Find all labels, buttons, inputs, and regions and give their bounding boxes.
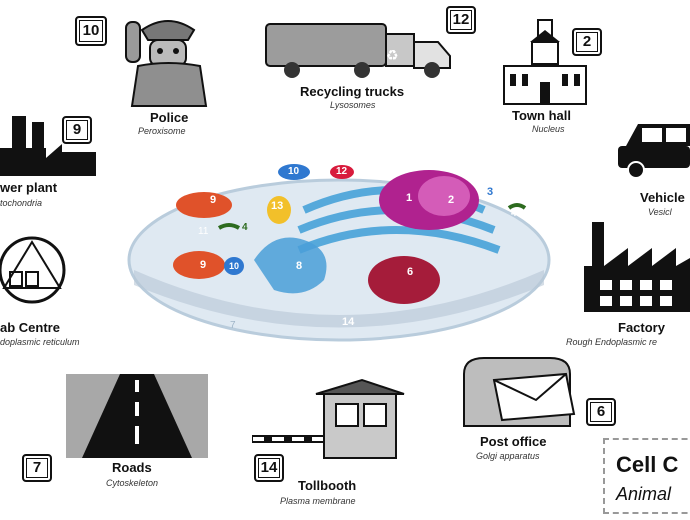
roads-icon bbox=[66, 374, 208, 458]
svg-text:♻: ♻ bbox=[386, 48, 399, 64]
recycling-truck-icon: ♻ bbox=[265, 23, 451, 78]
recycling-organelle: Lysosomes bbox=[330, 100, 376, 110]
cell-label-7: 7 bbox=[230, 320, 236, 331]
roads-title: Roads bbox=[112, 460, 152, 475]
townhall-organelle: Nucleus bbox=[532, 124, 565, 134]
post-office-icon bbox=[463, 357, 576, 427]
tollbooth-organelle: Plasma membrane bbox=[280, 496, 356, 506]
cell-label-1: 1 bbox=[406, 192, 413, 204]
badge-postoffice-number: 6 bbox=[586, 398, 616, 426]
factory-organelle: Rough Endoplasmic re bbox=[566, 337, 658, 347]
cell-label-10b: 10 bbox=[229, 261, 240, 271]
cell-label-3: 3 bbox=[487, 186, 494, 198]
legend-title: Cell C bbox=[616, 452, 679, 477]
cell-label-4b: 4 bbox=[242, 222, 248, 233]
cell-label-8: 8 bbox=[296, 260, 303, 272]
cell-label-9b: 9 bbox=[200, 259, 207, 271]
factory-icon bbox=[584, 222, 690, 312]
animal-cell-diagram bbox=[127, 164, 551, 342]
cell-label-11: 11 bbox=[198, 226, 209, 237]
badge-roads-number: 7 bbox=[22, 454, 52, 482]
cell-label-13: 13 bbox=[271, 200, 284, 212]
tollbooth-icon bbox=[252, 378, 405, 459]
power-plant-icon bbox=[0, 116, 96, 176]
police-title: Police bbox=[150, 110, 189, 125]
tollbooth-title: Tollbooth bbox=[298, 478, 357, 493]
cell-label-14: 14 bbox=[342, 316, 355, 328]
lab-centre-icon bbox=[0, 236, 66, 304]
roads-organelle: Cytoskeleton bbox=[106, 478, 159, 488]
police-icon bbox=[125, 20, 208, 107]
badge-recycling-number: 12 bbox=[446, 6, 476, 34]
lab-organelle: doplasmic reticulum bbox=[0, 337, 80, 347]
cell-label-10a: 10 bbox=[288, 166, 300, 177]
badge-powerplant-number: 9 bbox=[62, 116, 92, 144]
badge-tollbooth-number: 14 bbox=[254, 454, 284, 482]
legend-box bbox=[603, 438, 690, 514]
cell-label-4: 4 bbox=[511, 208, 517, 219]
badge-townhall-number: 2 bbox=[572, 28, 602, 56]
lab-title: ab Centre bbox=[0, 320, 60, 335]
factory-title: Factory bbox=[618, 320, 665, 335]
cell-label-6: 6 bbox=[407, 266, 414, 278]
cell-label-2: 2 bbox=[448, 194, 455, 206]
recycling-title: Recycling trucks bbox=[300, 84, 405, 99]
town-hall-icon bbox=[503, 19, 587, 105]
postoffice-organelle: Golgi apparatus bbox=[476, 451, 540, 461]
cell-label-9a: 9 bbox=[210, 194, 217, 206]
badge-police-number: 10 bbox=[75, 16, 107, 46]
postoffice-title: Post office bbox=[480, 434, 547, 449]
cell-label-12: 12 bbox=[336, 166, 348, 177]
police-organelle: Peroxisome bbox=[138, 126, 186, 136]
vehicle-title: Vehicle bbox=[640, 190, 685, 205]
powerplant-title: wer plant bbox=[0, 180, 58, 195]
vehicle-icon bbox=[618, 124, 690, 179]
legend-subtitle: Animal bbox=[616, 484, 672, 504]
vehicle-organelle: Vesicl bbox=[648, 207, 672, 217]
townhall-title: Town hall bbox=[512, 108, 571, 123]
powerplant-organelle: tochondria bbox=[0, 198, 43, 208]
